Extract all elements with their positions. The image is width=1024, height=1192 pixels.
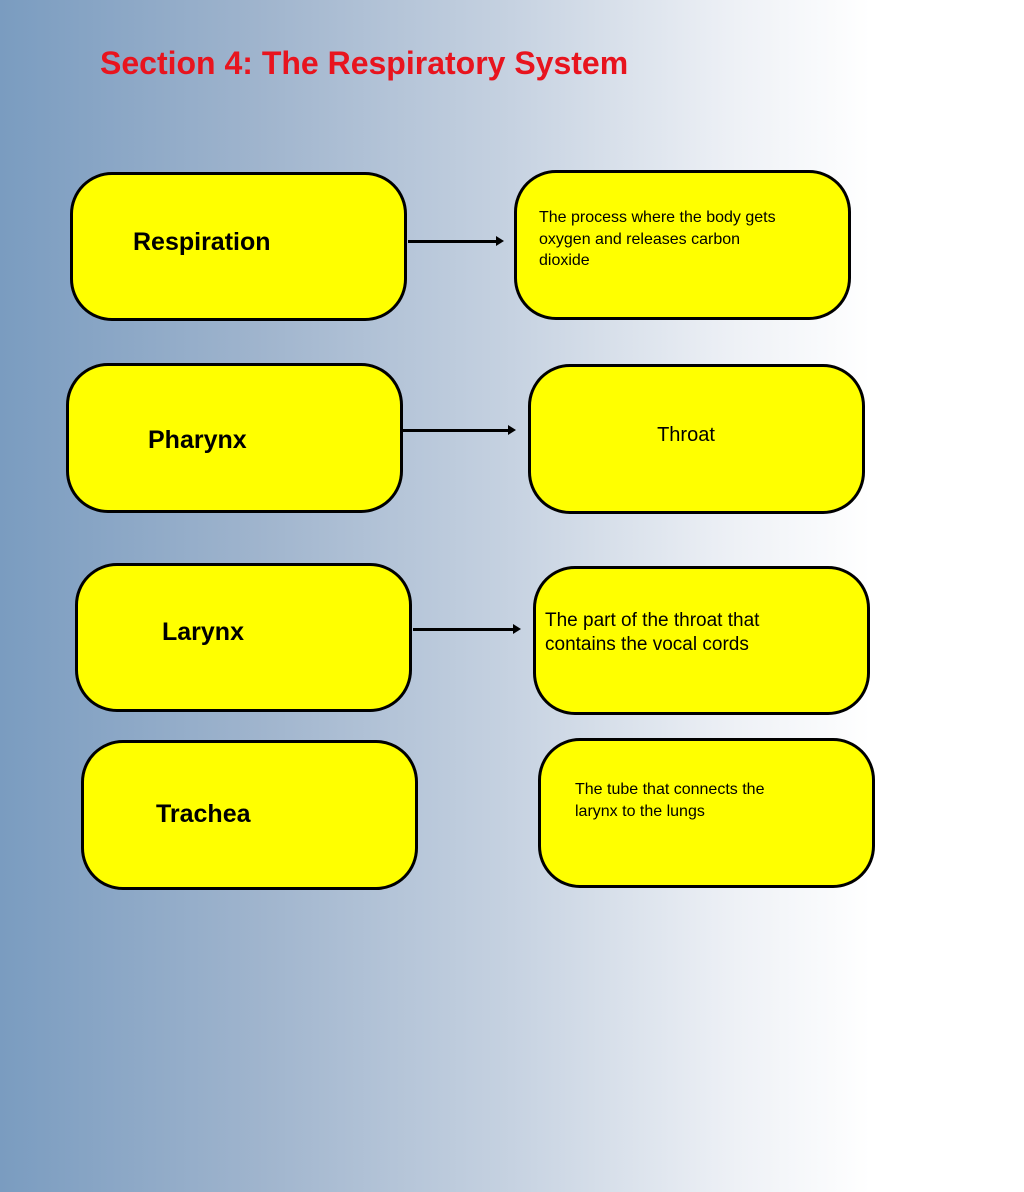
- term-box-trachea: [81, 740, 418, 890]
- term-label-pharynx: Pharynx: [148, 426, 247, 454]
- definition-box-larynx: [533, 566, 870, 715]
- arrow-pharynx: [402, 425, 516, 435]
- definition-text-respiration: The process where the body gets oxygen a…: [539, 209, 776, 269]
- term-box-larynx: [75, 563, 412, 712]
- arrow-respiration: [408, 236, 504, 246]
- page-title: Section 4: The Respiratory System: [100, 45, 629, 81]
- definition-text-trachea: The tube that connects the larynx to the…: [575, 781, 765, 820]
- definition-box-pharynx: [528, 364, 865, 514]
- term-box-pharynx: [66, 363, 403, 513]
- arrow-larynx: [413, 624, 521, 634]
- definition-text-pharynx: Throat: [657, 424, 715, 446]
- term-label-respiration: Respiration: [133, 228, 271, 256]
- definition-text-larynx: The part of the throat that contains the…: [545, 610, 760, 655]
- term-box-respiration: [70, 172, 407, 321]
- definition-box-trachea: [538, 738, 875, 888]
- term-label-larynx: Larynx: [162, 618, 244, 646]
- term-label-trachea: Trachea: [156, 800, 251, 828]
- definition-box-respiration: [514, 170, 851, 320]
